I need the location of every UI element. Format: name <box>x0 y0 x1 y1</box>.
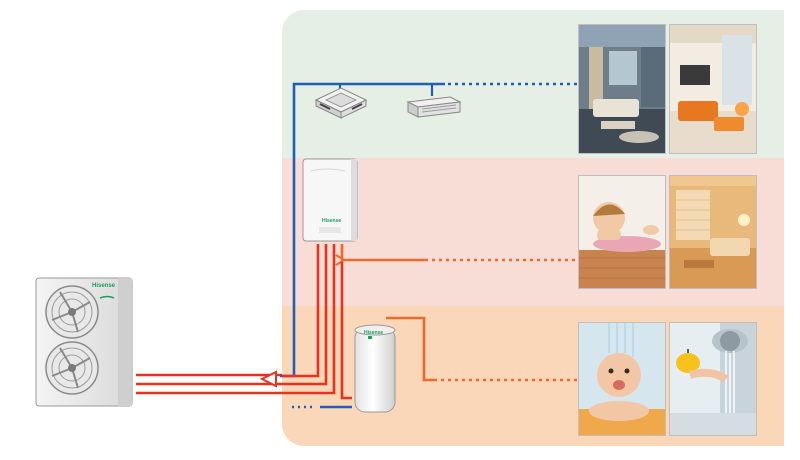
lounge-photo <box>669 24 757 154</box>
flow-arrow-icon <box>259 370 277 388</box>
outdoor-unit-icon <box>35 277 133 407</box>
hydro-module-icon <box>302 158 358 242</box>
warm-room-photo <box>669 175 757 289</box>
ducted-indoor-unit[interactable] <box>404 94 462 120</box>
hot-water-tank[interactable] <box>352 322 398 414</box>
tap-water-photo <box>669 322 757 436</box>
outdoor-unit[interactable] <box>34 276 134 408</box>
living-room-photo <box>578 24 666 154</box>
cassette-indoor-unit[interactable] <box>312 86 370 126</box>
baby-bath-photo <box>578 322 666 436</box>
girl-on-floor-photo <box>578 175 666 289</box>
outdoor-unit-brand: Hisense <box>92 283 116 289</box>
water-tank-icon <box>354 324 396 413</box>
hot-water-tank-brand: Hisense <box>364 330 384 336</box>
cassette-unit-icon <box>314 87 368 119</box>
hydro-module[interactable] <box>301 157 361 243</box>
hydro-module-brand: Hisense <box>322 218 342 224</box>
duct-unit-icon <box>406 96 462 118</box>
